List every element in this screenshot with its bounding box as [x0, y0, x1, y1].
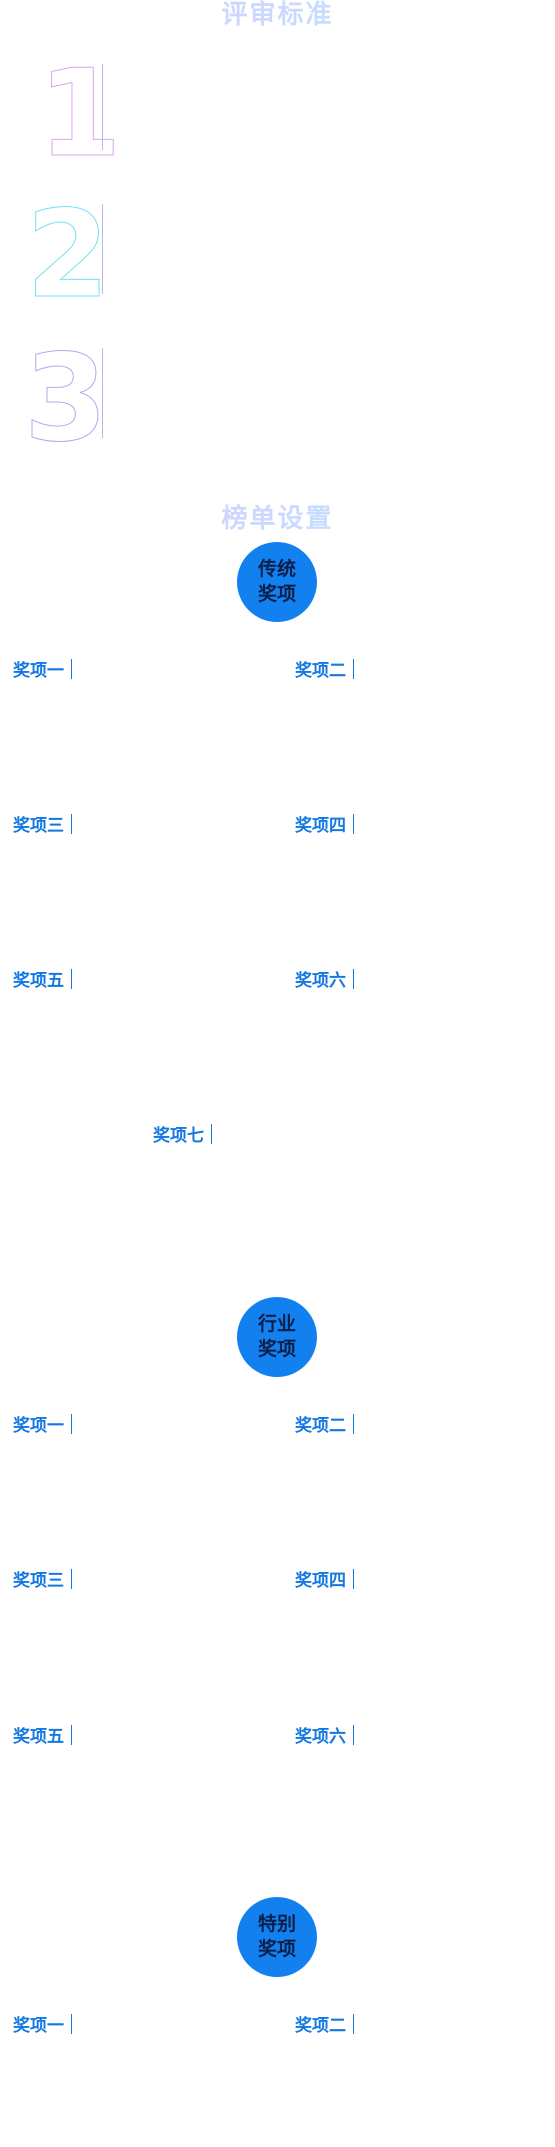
award-item[interactable]: 奖项四: [295, 811, 354, 836]
award-item[interactable]: 奖项一: [13, 1411, 72, 1436]
award-item[interactable]: 奖项七: [153, 1121, 212, 1146]
category-label: 特别奖项: [257, 1913, 296, 1960]
criteria-divider-3: [102, 348, 103, 438]
award-item[interactable]: 奖项六: [295, 1722, 354, 1747]
category-label: 行业奖项: [257, 1313, 296, 1360]
award-item[interactable]: 奖项一: [13, 656, 72, 681]
award-item[interactable]: 奖项二: [295, 1411, 354, 1436]
award-item[interactable]: 奖项五: [13, 966, 72, 991]
category-badge-industry: 行业奖项: [237, 1297, 317, 1377]
criteria-number-3: 3: [24, 330, 108, 469]
award-item[interactable]: 奖项二: [295, 656, 354, 681]
award-item[interactable]: 奖项三: [13, 811, 72, 836]
criteria-number-1: 1: [38, 45, 122, 184]
criteria-divider-2: [102, 204, 103, 294]
category-badge-traditional: 传统奖项: [237, 542, 317, 622]
criteria-number-2: 2: [26, 186, 110, 325]
award-item[interactable]: 奖项四: [295, 1566, 354, 1591]
award-item[interactable]: 奖项三: [13, 1566, 72, 1591]
award-item[interactable]: 奖项六: [295, 966, 354, 991]
award-item[interactable]: 奖项一: [13, 2011, 72, 2036]
award-item[interactable]: 奖项五: [13, 1722, 72, 1747]
criteria-divider-1: [102, 64, 103, 150]
criteria-title: 评审标准: [0, 0, 555, 31]
category-label: 传统奖项: [257, 558, 296, 605]
award-item[interactable]: 奖项二: [295, 2011, 354, 2036]
category-badge-special: 特别奖项: [237, 1897, 317, 1977]
ranking-title: 榜单设置: [0, 498, 555, 535]
